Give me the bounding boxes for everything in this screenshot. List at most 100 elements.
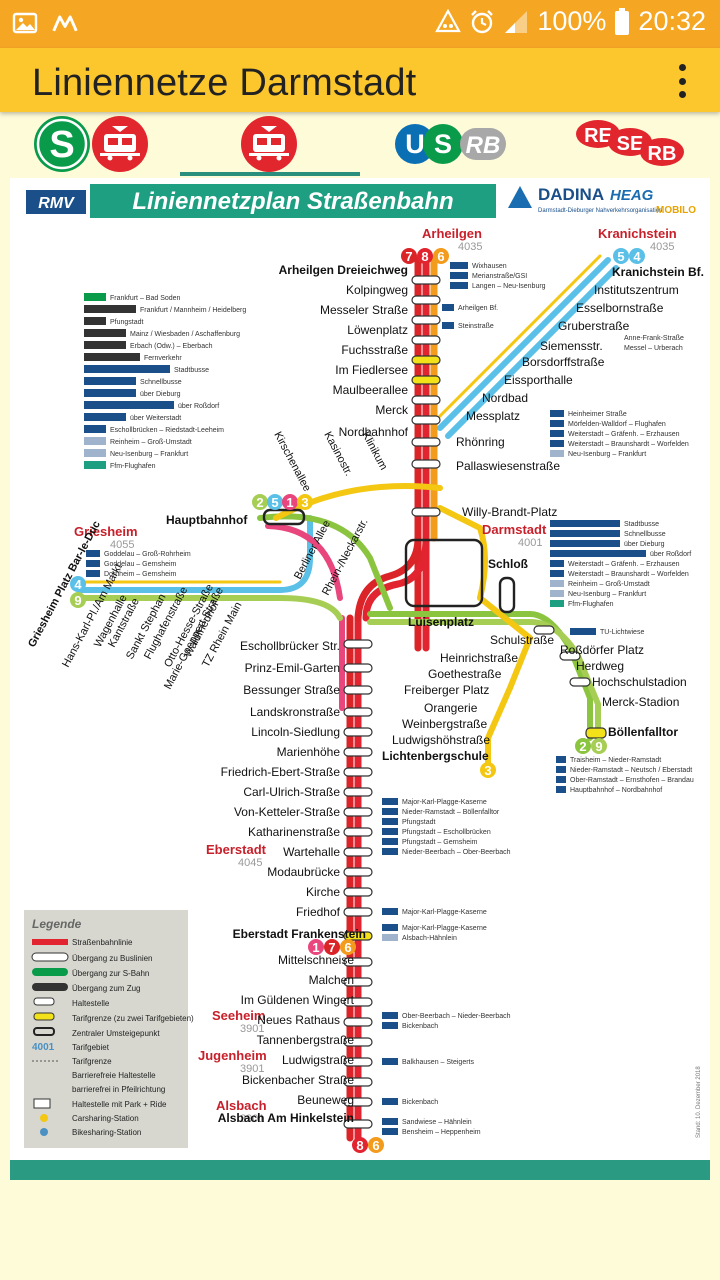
station-label: Mittelschneise <box>278 953 354 967</box>
station-label: Wartehalle <box>283 845 340 859</box>
area-code: 4055 <box>110 539 134 551</box>
area-labels: Arheilgen 4035 Kranichstein 4035 Grieshe… <box>74 226 677 1125</box>
station-label: Luisenplatz <box>408 615 474 629</box>
status-bar: 100% 20:32 <box>0 0 720 48</box>
bus-info: Stadtbusse <box>624 521 659 528</box>
se-badge: SE <box>617 133 644 155</box>
line-badge: 7 <box>328 940 335 955</box>
station-label: Schloß <box>488 557 528 571</box>
rmv-logo: RMV <box>38 195 75 212</box>
menu-dot <box>678 64 686 71</box>
station-markers <box>262 275 607 1129</box>
map-title: Liniennetzplan Straßenbahn <box>132 188 453 215</box>
station-label: Willy-Brandt-Platz <box>462 505 557 519</box>
area-code: 3901 <box>240 1063 264 1075</box>
map-header: RMV Liniennetzplan Straßenbahn DADINA Da… <box>26 184 696 218</box>
tab-re-se-rb[interactable]: RE SE RB <box>540 112 720 176</box>
line-badge: 7 <box>405 249 412 264</box>
bus-info: Alsbach-Hähnlein <box>402 935 457 942</box>
bus-info: Nieder-Ramstadt – Neutsch / Eberstadt <box>570 767 692 774</box>
map-svg: RMV Liniennetzplan Straßenbahn DADINA Da… <box>24 184 704 1153</box>
station-label: Carl-Ulrich-Straße <box>243 785 340 799</box>
north-stations-right: Rhönring Pallaswiesenstraße Willy-Brandt… <box>456 435 560 519</box>
station-label: Von-Ketteler-Straße <box>234 805 340 819</box>
area-name: Alsbach <box>216 1098 267 1113</box>
legend: Legende Straßenbahnlinie Übergang zu Bus… <box>24 910 194 1148</box>
network-tabs: S U S RB RE SE RB <box>0 112 720 176</box>
bus-info: Frankfurt – Bad Soden <box>110 295 181 302</box>
station-label: Kolpingweg <box>346 283 408 297</box>
tab-us-rb[interactable]: U S RB <box>360 112 540 176</box>
legend-item: Haltestelle <box>72 999 110 1008</box>
station-label: Weinbergstraße <box>402 717 487 731</box>
station-label: Hauptbahnhof <box>166 513 248 527</box>
us-rb-icon: U S RB <box>395 124 506 164</box>
u-badge: U <box>405 129 425 159</box>
bus-info: Major-Karl-Plagge-Kaserne <box>402 799 487 806</box>
legend-item: barrierefrei in Pfeilrichtung <box>72 1085 165 1094</box>
station-label: Roßdörfer Platz <box>560 643 644 657</box>
bus-info: über Roßdorf <box>178 403 219 410</box>
legend-item: Carsharing-Station <box>72 1114 139 1123</box>
legend-item: Straßenbahnlinie <box>72 938 133 947</box>
station-label: Neues Rathaus <box>257 1013 340 1027</box>
line-badge: 9 <box>595 739 602 754</box>
area-code: 3901 <box>240 1023 264 1035</box>
status-left <box>12 10 78 36</box>
line-badge: 1 <box>286 495 293 510</box>
legend-item: Tarifgrenze <box>72 1057 112 1066</box>
station-label: Alsbach Am Hinkelstein <box>218 1111 354 1125</box>
bus-info: Wixhausen <box>472 263 507 270</box>
line-badge: 5 <box>271 495 278 510</box>
station-label: Gruberstraße <box>558 319 630 333</box>
app-bar: Liniennetze Darmstadt <box>0 48 720 112</box>
area-name: Eberstadt <box>206 842 267 857</box>
overflow-menu-button[interactable] <box>674 64 690 98</box>
bus-info: Goddelau – Groß-Rohrheim <box>104 551 191 558</box>
bus-info: Bickenbach <box>402 1099 438 1106</box>
bus-info: Pfungstadt – Eschollbrücken <box>402 829 491 836</box>
menu-dot <box>678 91 686 98</box>
selected-tab-indicator <box>180 172 360 176</box>
legend-item: Tarifgebiet <box>72 1043 110 1052</box>
line-badge: 4 <box>74 577 82 592</box>
menu-dot <box>678 77 686 85</box>
bus-info: über Dieburg <box>140 391 181 398</box>
kranich-stations: Kranichstein Bf. Institutszentrum Esselb… <box>466 265 704 423</box>
bus-info: Ober-Ramstadt – Ernsthofen – Brandau <box>570 777 694 784</box>
tab-tram[interactable] <box>180 112 360 176</box>
bus-info: Eschollbrücken – Riedstadt-Leeheim <box>110 427 224 434</box>
network-map[interactable]: RMV Liniennetzplan Straßenbahn DADINA Da… <box>10 178 710 1180</box>
bus-info: Pfungstadt – Gernsheim <box>402 839 478 846</box>
area-code: 4035 <box>458 241 482 253</box>
station-label: Friedhof <box>296 905 341 919</box>
station-label: Eschollbrücker Str. <box>240 639 340 653</box>
area-code: 4045 <box>238 857 262 869</box>
signal-icon <box>505 10 528 33</box>
battery-icon <box>615 7 630 35</box>
station-label: Bickenbacher Straße <box>242 1073 354 1087</box>
bus-info: Fernverkehr <box>144 355 182 362</box>
bus-info: Steinstraße <box>458 323 494 330</box>
sbahn-badge: S <box>49 124 74 166</box>
station-label: Ludwigstraße <box>282 1053 354 1067</box>
legend-item: Barrierefreie Haltestelle <box>72 1071 156 1080</box>
legend-item: Übergang zur S-Bahn <box>72 969 149 978</box>
dadina-logo: DADINA <box>538 185 604 204</box>
bus-info: Reinheim – Groß-Umstadt <box>110 439 192 446</box>
battery-percent: 100% <box>537 6 607 36</box>
bus-info: Ffm-Flughafen <box>568 601 614 608</box>
station-label: Nordbad <box>482 391 528 405</box>
bus-info: Mörfelden-Walldorf – Flughafen <box>568 421 666 428</box>
line-badge: 6 <box>437 249 444 264</box>
station-label: Rhönring <box>456 435 505 449</box>
bus-info: Schnellbusse <box>624 531 666 538</box>
tab-sbahn-tram[interactable]: S <box>0 112 180 176</box>
station-label: Modaubrücke <box>267 865 340 879</box>
bus-badges-left <box>84 293 174 469</box>
line-badges: 7 8 6 5 4 2 5 1 3 4 9 1 7 6 8 6 2 9 3 <box>70 248 645 1153</box>
line-badge: 2 <box>256 495 263 510</box>
station-label: Landskronstraße <box>250 705 340 719</box>
station-label: Borsdorffstraße <box>522 355 605 369</box>
area-code: 4001 <box>518 537 542 549</box>
